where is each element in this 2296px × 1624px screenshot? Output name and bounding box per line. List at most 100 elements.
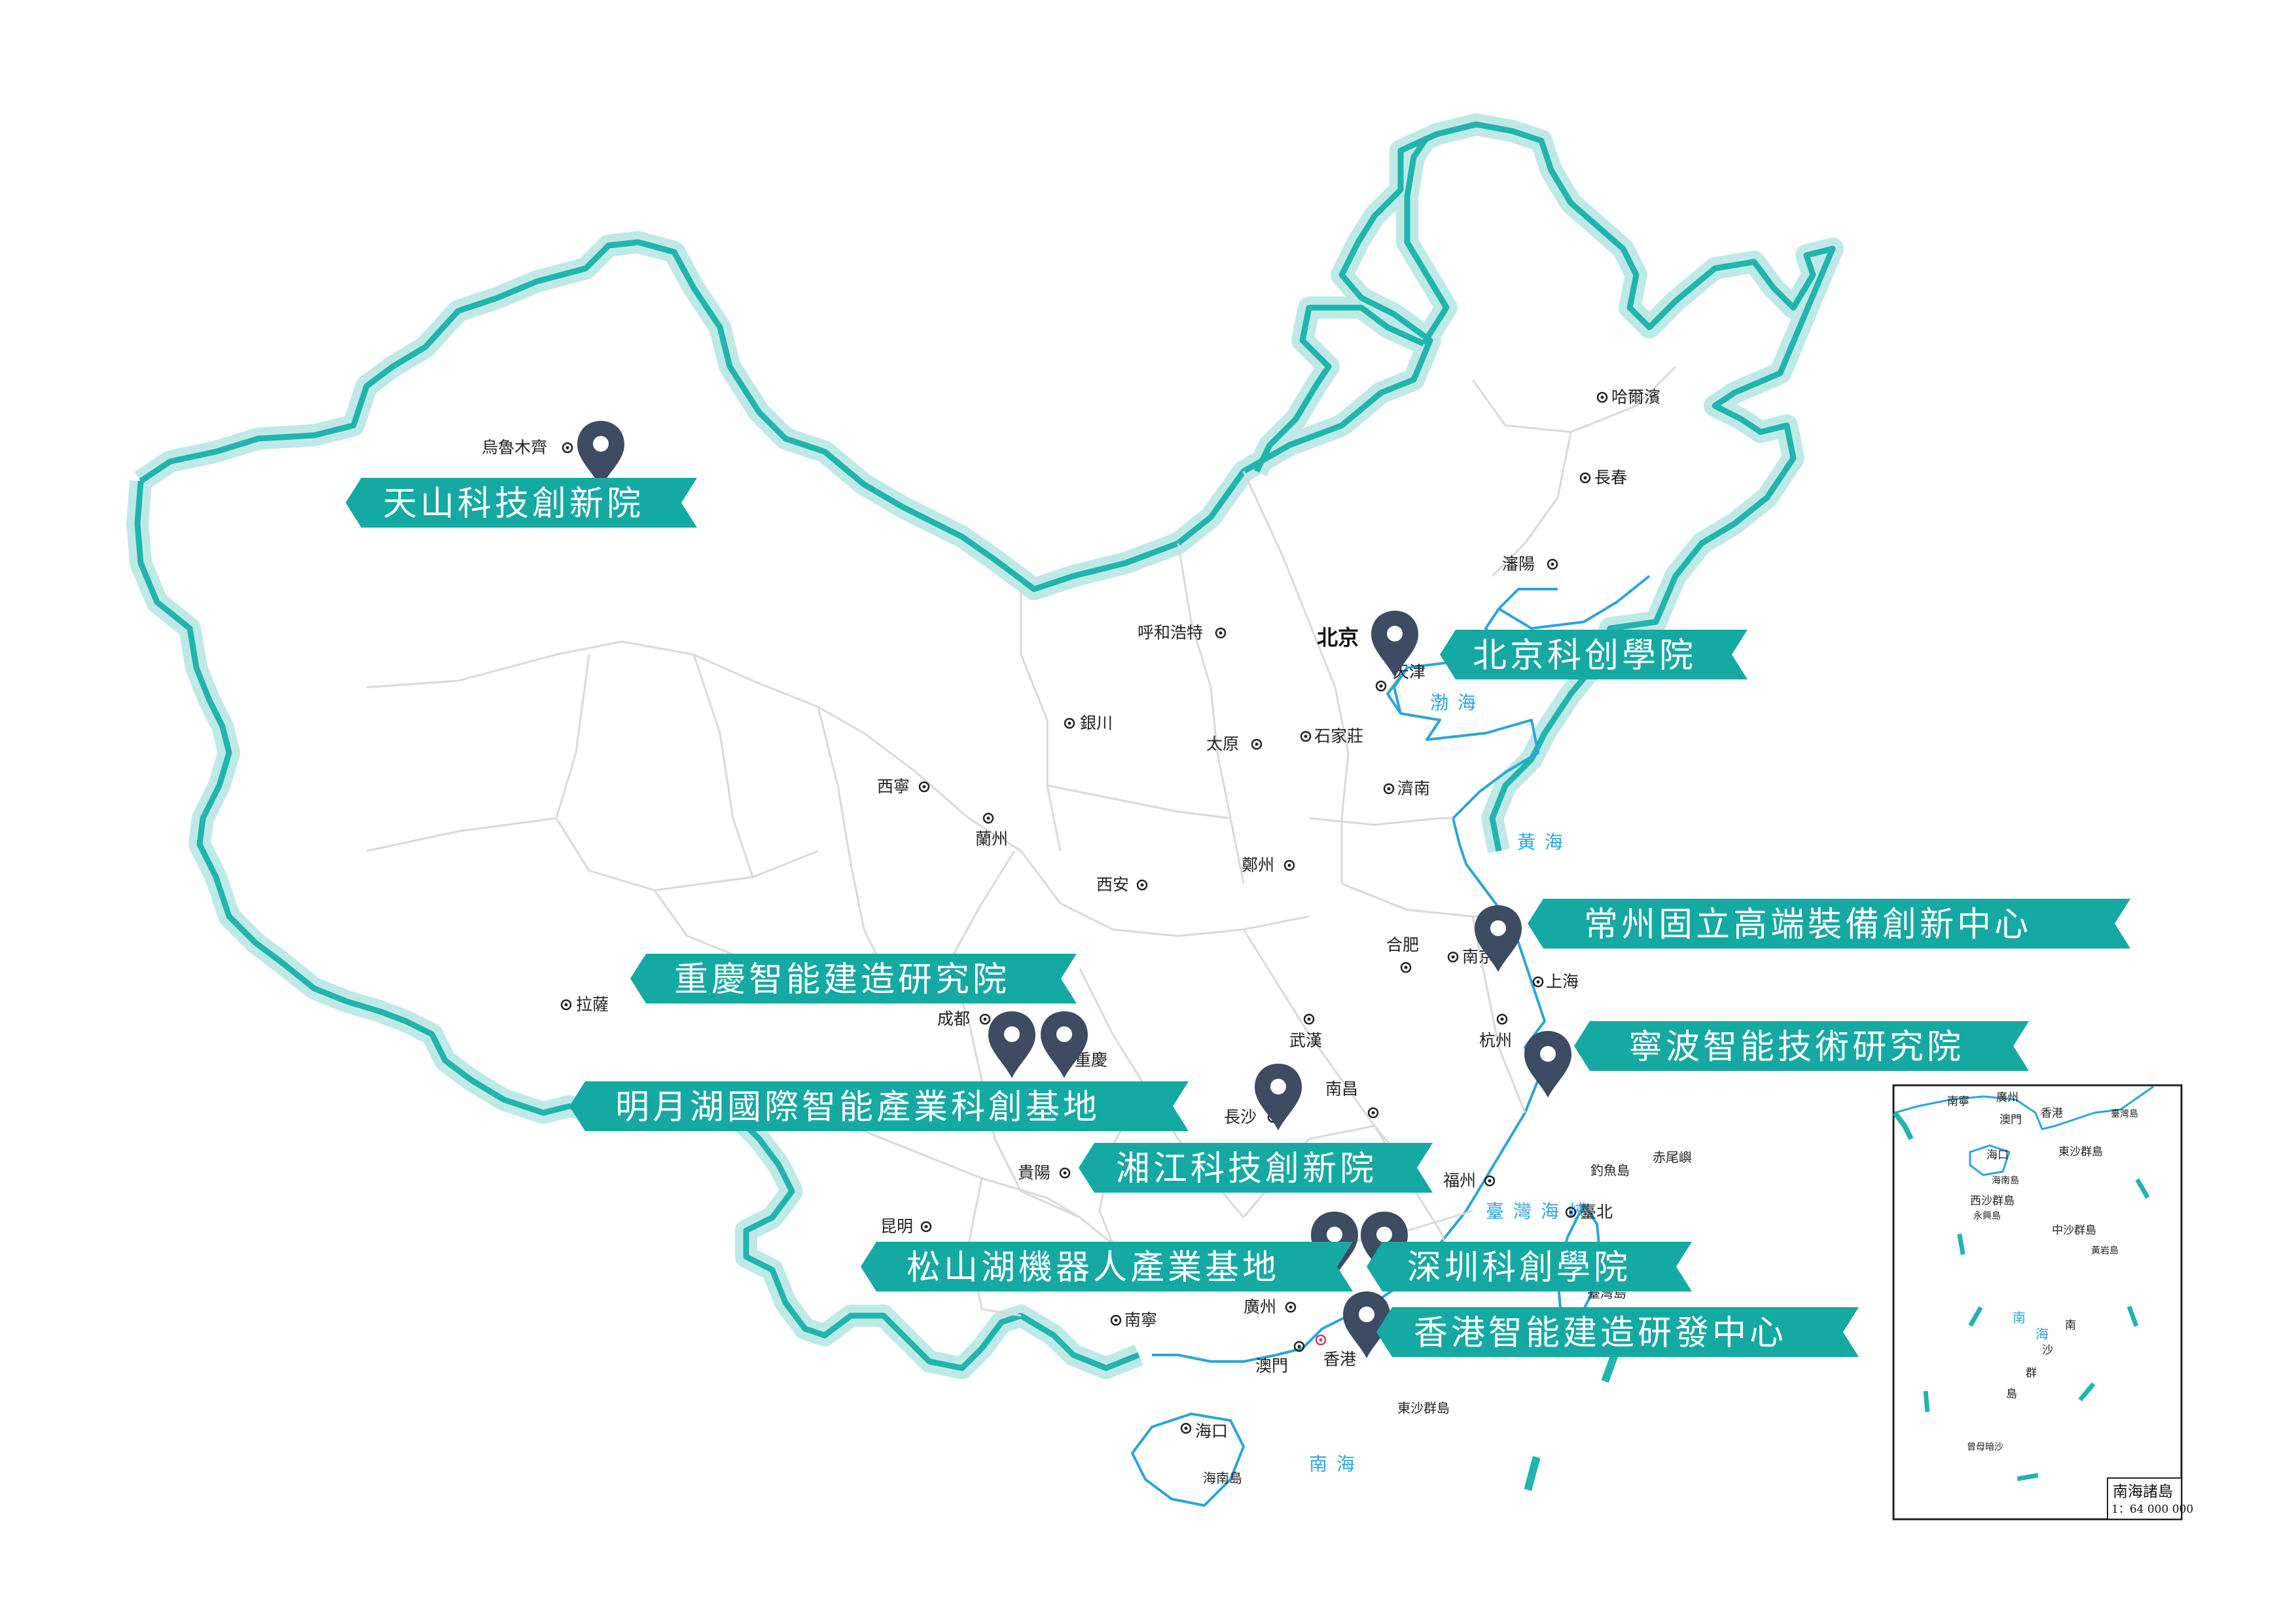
banner-hongkong[interactable]: 香港智能建造研發中心 xyxy=(1376,1307,1859,1357)
svg-text:黃岩島: 黃岩島 xyxy=(2091,1246,2119,1256)
svg-text:瀋陽: 瀋陽 xyxy=(1502,554,1535,573)
inset-south-china-sea: 南寧 廣州 澳門 香港 臺灣島 海口 東沙群島 海南島 西沙群島 永興島 中沙群… xyxy=(1892,1084,2193,1521)
city-chengdu: 成都 xyxy=(937,1009,991,1028)
china-border-west xyxy=(134,480,1140,1371)
city-fuzhou: 福州 xyxy=(1443,1171,1496,1190)
city-guangzhou: 廣州 xyxy=(1244,1297,1297,1316)
svg-text:北京: 北京 xyxy=(1317,625,1359,650)
svg-text:香港: 香港 xyxy=(2041,1107,2063,1120)
svg-text:長沙: 長沙 xyxy=(1224,1108,1257,1127)
banner-xiangjiang[interactable]: 湘江科技創新院 xyxy=(1079,1143,1433,1193)
china-border xyxy=(139,121,1836,852)
banner-songshan[interactable]: 松山湖機器人產業基地 xyxy=(861,1242,1353,1291)
banner-tianshan[interactable]: 天山科技創新院 xyxy=(346,478,697,528)
svg-text:島: 島 xyxy=(2006,1388,2017,1401)
svg-text:澳門: 澳門 xyxy=(1255,1356,1288,1375)
svg-text:海: 海 xyxy=(2036,1326,2049,1342)
china-border-ne xyxy=(1253,135,1450,473)
pin-icon-chengdu[interactable] xyxy=(988,1011,1035,1078)
pin-icon-ningbo[interactable] xyxy=(1524,1031,1571,1098)
svg-text:福州: 福州 xyxy=(1443,1171,1476,1190)
banner-chongqing[interactable]: 重慶智能建造研究院 xyxy=(630,954,1077,1003)
banner-shenzhen[interactable]: 深圳科創學院 xyxy=(1367,1242,1692,1291)
svg-text:重慶智能建造研究院: 重慶智能建造研究院 xyxy=(674,960,1010,1000)
city-xining: 西寧 xyxy=(877,777,930,796)
svg-text:臺北: 臺北 xyxy=(1580,1202,1613,1221)
sea-yellow: 黃海 xyxy=(1517,831,1572,853)
svg-text:拉薩: 拉薩 xyxy=(576,995,609,1014)
maritime-dashes xyxy=(1524,1348,1621,1491)
svg-text:曾母暗沙: 曾母暗沙 xyxy=(1967,1442,2003,1453)
place-diaoyu: 釣魚島 xyxy=(1590,1163,1630,1178)
city-hefei: 合肥 xyxy=(1386,935,1419,973)
banner-mingyue[interactable]: 明月湖國際智能產業科創基地 xyxy=(569,1081,1189,1131)
svg-text:西沙群島: 西沙群島 xyxy=(1970,1195,2015,1208)
svg-text:武漢: 武漢 xyxy=(1289,1031,1322,1050)
svg-text:蘭州: 蘭州 xyxy=(975,829,1008,848)
city-xian: 西安 xyxy=(1096,875,1148,894)
banner-ningbo[interactable]: 寧波智能技術研究院 xyxy=(1574,1021,2029,1071)
svg-text:北京科创學院: 北京科创學院 xyxy=(1473,636,1696,676)
city-haikou: 海口 xyxy=(1180,1422,1228,1441)
sea-taiwan-strait: 臺灣海峽 xyxy=(1486,1200,1596,1222)
svg-text:南寧: 南寧 xyxy=(1947,1095,1969,1108)
place-dongsha: 東沙群島 xyxy=(1397,1400,1450,1416)
city-urumqi: 烏魯木齊 xyxy=(482,438,573,457)
banner-changzhou[interactable]: 常州固立高端裝備創新中心 xyxy=(1528,899,2130,948)
svg-text:常州固立高端裝備創新中心: 常州固立高端裝備創新中心 xyxy=(1584,905,2032,945)
city-harbin: 哈爾濱 xyxy=(1596,388,1660,406)
svg-text:深圳科創學院: 深圳科創學院 xyxy=(1407,1248,1631,1288)
city-jinan: 濟南 xyxy=(1383,779,1430,798)
svg-text:哈爾濱: 哈爾濱 xyxy=(1611,388,1660,406)
svg-text:銀川: 銀川 xyxy=(1080,713,1113,732)
pin-icon-tianshan[interactable] xyxy=(577,421,624,488)
svg-text:永興島: 永興島 xyxy=(1973,1211,2001,1221)
svg-text:貴陽: 貴陽 xyxy=(1018,1163,1050,1182)
svg-text:西安: 西安 xyxy=(1096,875,1129,894)
pin-icon-changsha[interactable] xyxy=(1255,1064,1302,1130)
svg-text:沙: 沙 xyxy=(2042,1344,2053,1357)
place-hainan: 海南島 xyxy=(1203,1470,1242,1486)
svg-text:昆明: 昆明 xyxy=(880,1217,913,1236)
svg-text:海南島: 海南島 xyxy=(1992,1176,2019,1186)
svg-text:寧波智能技術研究院: 寧波智能技術研究院 xyxy=(1628,1028,1964,1067)
hainan-island xyxy=(1130,1412,1246,1507)
city-hohhot: 呼和浩特 xyxy=(1138,623,1227,642)
svg-text:海口: 海口 xyxy=(1195,1422,1228,1441)
city-macau: 澳門 xyxy=(1255,1341,1305,1375)
sea-south: 南海 xyxy=(1309,1453,1364,1475)
city-shijiazhuang: 石家莊 xyxy=(1300,727,1363,746)
svg-text:南寧: 南寧 xyxy=(1124,1310,1157,1329)
city-changsha: 長沙 xyxy=(1224,1108,1279,1127)
cities: 烏魯木齊 哈爾濱 長春 瀋陽 呼和浩特 天津 銀川 太原 石家莊 西寧 濟南 蘭… xyxy=(482,388,1660,1441)
capital-beijing: 北京 xyxy=(1317,625,1359,650)
svg-text:濟南: 濟南 xyxy=(1397,779,1430,798)
svg-text:中沙群島: 中沙群島 xyxy=(2052,1224,2096,1237)
sea-bohai: 渤海 xyxy=(1430,692,1485,713)
bohai-coast xyxy=(1392,588,1558,714)
city-zhengzhou: 鄭州 xyxy=(1242,856,1295,875)
svg-text:南昌: 南昌 xyxy=(1325,1079,1358,1098)
svg-text:烏魯木齊: 烏魯木齊 xyxy=(482,438,547,457)
svg-text:明月湖國際智能產業科創基地: 明月湖國際智能產業科創基地 xyxy=(615,1088,1100,1127)
city-hongkong: 香港 xyxy=(1315,1334,1356,1369)
city-nanning: 南寧 xyxy=(1110,1310,1157,1329)
city-lhasa: 拉薩 xyxy=(560,995,609,1014)
banner-beijing[interactable]: 北京科创學院 xyxy=(1440,630,1748,679)
svg-text:1：64 000 000: 1：64 000 000 xyxy=(2111,1503,2193,1516)
svg-text:臺灣島: 臺灣島 xyxy=(2111,1109,2138,1119)
city-shanghai: 上海 xyxy=(1532,972,1579,991)
city-taiyuan: 太原 xyxy=(1206,734,1263,753)
svg-text:杭州: 杭州 xyxy=(1479,1031,1512,1050)
city-changchun: 長春 xyxy=(1579,468,1627,487)
svg-text:澳門: 澳門 xyxy=(2000,1113,2022,1127)
city-lanzhou: 蘭州 xyxy=(975,812,1008,848)
svg-text:西寧: 西寧 xyxy=(877,777,910,796)
svg-text:南: 南 xyxy=(2013,1310,2026,1326)
svg-text:香港智能建造研發中心: 香港智能建造研發中心 xyxy=(1414,1314,1787,1353)
city-shenyang: 瀋陽 xyxy=(1502,554,1558,573)
svg-text:上海: 上海 xyxy=(1546,972,1579,991)
city-kunming: 昆明 xyxy=(880,1217,932,1236)
city-yinchuan: 銀川 xyxy=(1064,713,1113,732)
